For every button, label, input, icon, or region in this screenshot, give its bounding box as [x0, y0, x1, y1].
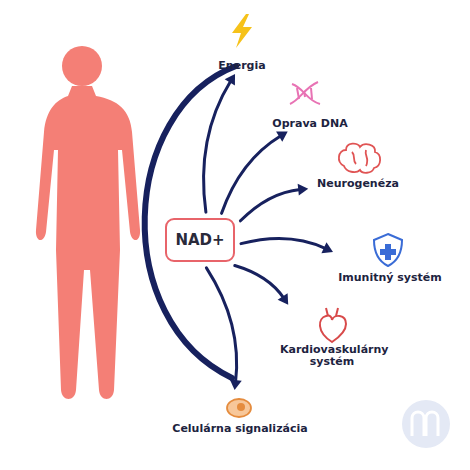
function-item: Neurogenéza	[310, 140, 406, 190]
curved-arrow	[235, 266, 288, 305]
node-label: Celulárna signalizácia	[160, 423, 320, 435]
lightning-icon	[232, 14, 252, 48]
arrow-head	[321, 242, 333, 253]
arrow-line	[240, 189, 300, 220]
function-item: Imunitný systém	[335, 230, 445, 284]
shield-icon	[374, 234, 402, 266]
dna-icon	[290, 82, 320, 104]
decorative-arc	[145, 66, 236, 378]
human-silhouette	[36, 46, 140, 399]
arrow-head	[298, 184, 309, 196]
watermark-logo	[402, 400, 450, 448]
arrow-line	[222, 136, 281, 214]
node-label: Oprava DNA	[262, 118, 358, 130]
node-label: Neurogenéza	[310, 178, 406, 190]
function-item: Celulárna signalizácia	[160, 392, 320, 435]
node-label: Energia	[200, 60, 284, 72]
curved-arrow	[206, 268, 241, 390]
center-box: NAD+	[165, 218, 235, 262]
curved-arrow	[222, 132, 288, 214]
arrow-line	[241, 238, 326, 248]
node-label: Imunitný systém	[335, 272, 445, 284]
function-item: Kardiovaskulárny systém	[280, 306, 384, 368]
curved-arrow	[241, 238, 333, 253]
arrow-line	[235, 266, 284, 299]
function-item: Oprava DNA	[262, 78, 358, 130]
brain-icon	[339, 144, 380, 173]
arrow-head	[278, 293, 289, 305]
arrow-head	[276, 132, 288, 142]
heart-icon	[320, 308, 346, 342]
curved-arrow	[240, 184, 308, 221]
arrow-line	[206, 268, 236, 382]
arrow-line	[204, 81, 231, 212]
node-label: NAD+	[175, 231, 224, 249]
function-item: Energia	[200, 10, 284, 72]
cell-icon	[227, 399, 251, 417]
arrow-head	[230, 379, 242, 390]
arrow-head	[225, 74, 235, 86]
node-label: Kardiovaskulárny systém	[280, 344, 384, 368]
